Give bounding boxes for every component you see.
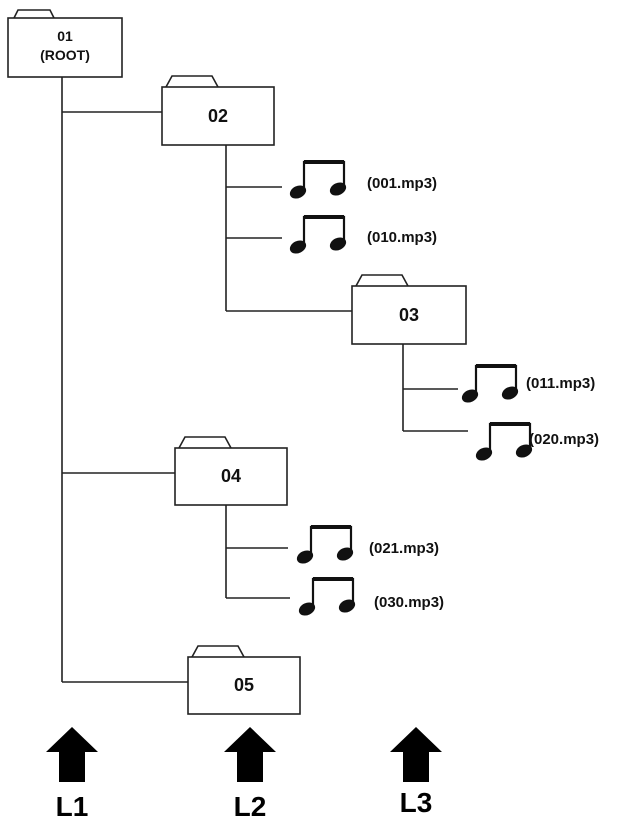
- file-001[interactable]: (001.mp3): [288, 160, 437, 200]
- file-021[interactable]: (021.mp3): [295, 525, 439, 565]
- file-010-label: (010.mp3): [367, 229, 437, 246]
- level-marker-l2: L2: [224, 727, 276, 822]
- folder-05-number: 05: [234, 675, 254, 695]
- folder-icon: [355, 274, 409, 287]
- file-030[interactable]: (030.mp3): [297, 577, 444, 617]
- folder-04-number: 04: [221, 466, 241, 486]
- music-note-icon: [475, 422, 533, 461]
- folder-root-name: (ROOT): [40, 47, 90, 63]
- folder-04-body: [174, 447, 288, 506]
- file-030-label: (030.mp3): [374, 594, 444, 611]
- music-note-icon: [296, 525, 354, 564]
- up-arrow-icon: [46, 727, 98, 782]
- music-note-icon: [289, 215, 347, 254]
- folder-root-number: 01: [57, 28, 73, 44]
- level-label-l2: L2: [234, 791, 267, 822]
- file-001-label: (001.mp3): [367, 175, 437, 192]
- file-020-label: (020.mp3): [529, 431, 599, 448]
- folder-03[interactable]: 03: [351, 274, 467, 345]
- music-note-icon: [461, 364, 519, 403]
- tree-connectors: [61, 77, 468, 683]
- level-label-l1: L1: [56, 791, 89, 822]
- file-020[interactable]: (020.mp3): [474, 422, 599, 462]
- folder-05[interactable]: 05: [187, 645, 301, 715]
- folder-04[interactable]: 04: [174, 436, 288, 506]
- level-marker-l3: L3: [390, 727, 442, 818]
- folder-05-body: [187, 656, 301, 715]
- music-note-icon: [298, 577, 356, 616]
- folder-icon: [165, 75, 219, 88]
- file-011[interactable]: (011.mp3): [460, 364, 595, 404]
- music-note-icon: [289, 160, 347, 199]
- folder-02[interactable]: 02: [161, 75, 275, 146]
- folder-icon: [13, 9, 55, 19]
- file-021-label: (021.mp3): [369, 540, 439, 557]
- folder-icon: [191, 645, 245, 658]
- folder-02-body: [161, 86, 275, 146]
- folder-root[interactable]: 01 (ROOT): [7, 9, 123, 78]
- folder-03-body: [351, 285, 467, 345]
- folder-03-number: 03: [399, 305, 419, 325]
- folder-root-body: [7, 17, 123, 78]
- file-011-label: (011.mp3): [526, 375, 595, 392]
- up-arrow-icon: [224, 727, 276, 782]
- folder-02-number: 02: [208, 106, 228, 126]
- up-arrow-icon: [390, 727, 442, 782]
- level-marker-l1: L1: [46, 727, 98, 822]
- file-010[interactable]: (010.mp3): [288, 215, 437, 255]
- folder-icon: [178, 436, 232, 449]
- level-label-l3: L3: [400, 787, 433, 818]
